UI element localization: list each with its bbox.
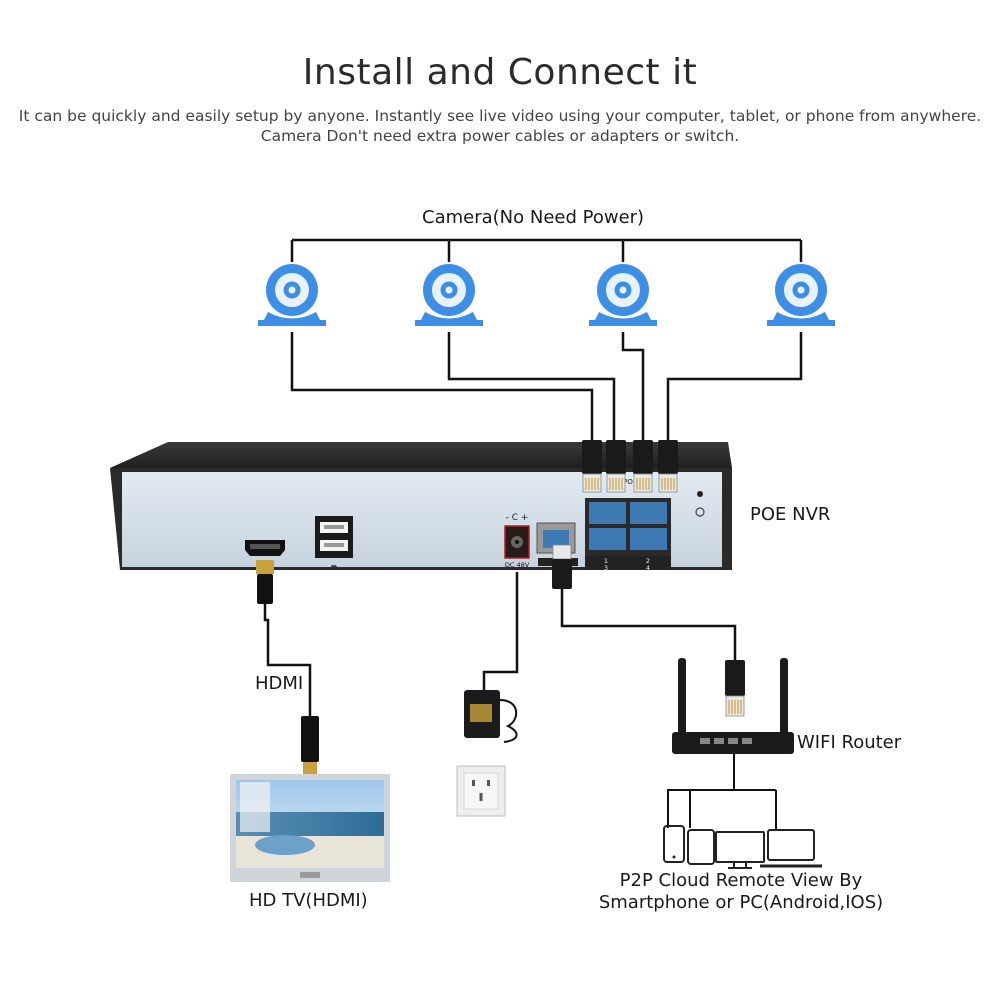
power-jack-icon: - C + xyxy=(504,513,530,559)
power-indicator-icon xyxy=(695,507,705,517)
remote-view-line-1: P2P Cloud Remote View By xyxy=(619,870,863,891)
svg-text:- C +: - C + xyxy=(506,513,529,523)
desktop-icon xyxy=(715,831,765,869)
camera-bus-cables xyxy=(290,238,803,262)
tv-icon xyxy=(230,774,390,882)
wall-socket-icon xyxy=(456,765,506,817)
power-adapter-icon xyxy=(464,690,518,743)
rj45-plug-icon xyxy=(658,440,678,493)
page-title: Install and Connect it xyxy=(302,52,698,93)
rj45-plug-icon xyxy=(606,440,626,493)
router-device-links xyxy=(667,754,777,830)
rj45-plug-icon xyxy=(633,440,653,493)
nvr-device: ⬌ - C + xyxy=(110,442,732,571)
hdmi-cable xyxy=(256,560,319,776)
camera-icon xyxy=(589,264,657,326)
camera-poe-cables xyxy=(290,332,803,440)
camera-icon xyxy=(258,264,326,326)
tv-label: HD TV(HDMI) xyxy=(249,890,368,911)
reset-button-icon xyxy=(697,491,703,497)
subtitle-line-1: It can be quickly and easily setup by an… xyxy=(18,107,982,125)
poe-label: PO xyxy=(623,478,633,486)
camera-icon xyxy=(767,264,835,326)
svg-text:⬌: ⬌ xyxy=(331,562,338,571)
camera-icon xyxy=(415,264,483,326)
port-number-2: 2 xyxy=(646,557,650,565)
router-label: WIFI Router xyxy=(797,732,902,753)
port-number-1: 1 xyxy=(604,557,608,565)
subtitle-line-2: Camera Don't need extra power cables or … xyxy=(260,127,740,145)
laptop-icon xyxy=(760,829,822,868)
poe-ports xyxy=(585,498,671,570)
hdmi-label: HDMI xyxy=(255,673,304,694)
usb-port-icon: ⬌ xyxy=(315,516,353,571)
rj45-plug-icon xyxy=(725,660,745,717)
rj45-plug-icon xyxy=(552,544,572,589)
router-icon xyxy=(672,658,794,754)
page-subtitle: It can be quickly and easily setup by an… xyxy=(0,106,1000,146)
phone-icon xyxy=(663,825,685,863)
dc-label: DC 48V xyxy=(505,561,530,569)
port-number-3: 3 xyxy=(604,564,608,572)
dc-power-cable xyxy=(482,572,519,690)
hdmi-port-icon xyxy=(245,540,285,556)
port-number-4: 4 xyxy=(646,564,650,572)
nvr-label: POE NVR xyxy=(750,504,831,525)
tablet-icon xyxy=(687,829,715,865)
camera-label: Camera(No Need Power) xyxy=(422,207,645,228)
remote-view-line-2: Smartphone or PC(Android,IOS) xyxy=(598,892,884,913)
remote-view-label: P2P Cloud Remote View By Smartphone or P… xyxy=(566,870,916,914)
rj45-plug-icon xyxy=(582,440,602,493)
lan-cable xyxy=(560,589,737,660)
